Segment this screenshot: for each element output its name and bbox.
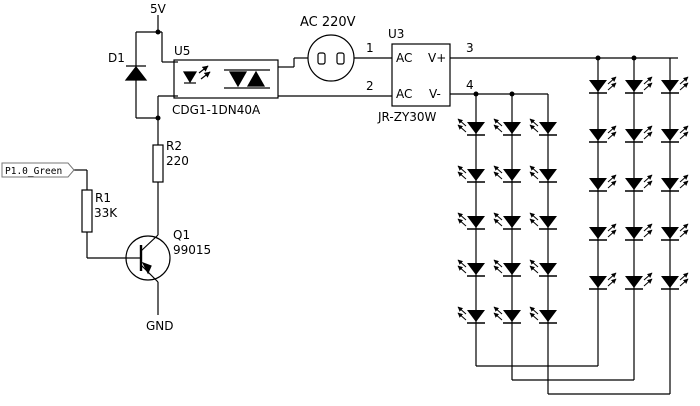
led xyxy=(589,125,617,143)
led-bank-left xyxy=(457,118,557,324)
u3-ref: U3 xyxy=(388,27,404,41)
resistor-r1 xyxy=(81,189,93,233)
led xyxy=(589,223,617,241)
u3-vplus-label: V+ xyxy=(428,51,446,65)
d1-label: D1 xyxy=(108,51,125,65)
led xyxy=(493,165,521,183)
led xyxy=(625,272,653,290)
net-label-tag xyxy=(1,162,75,178)
relay-u5 xyxy=(173,59,279,99)
u3-part: JR-ZY30W xyxy=(377,110,437,124)
net-label-text: P1.0_Green xyxy=(5,166,62,177)
q1-value: 99015 xyxy=(173,243,211,257)
u3-ac2-label: AC xyxy=(396,87,412,101)
r1-value: 33K xyxy=(94,206,118,220)
resistor-r2 xyxy=(152,144,164,183)
r2-value: 220 xyxy=(166,154,189,168)
junction-dots xyxy=(155,29,637,121)
led xyxy=(589,174,617,192)
diode-d1 xyxy=(124,65,148,81)
led xyxy=(625,174,653,192)
led xyxy=(493,118,521,136)
led xyxy=(457,259,485,277)
led xyxy=(457,118,485,136)
ac-source-symbol xyxy=(307,34,355,82)
led xyxy=(493,306,521,324)
led xyxy=(529,306,557,324)
pin-1-label: 1 xyxy=(366,41,374,55)
r2-ref: R2 xyxy=(166,139,182,153)
led xyxy=(625,76,653,94)
led xyxy=(529,212,557,230)
led-bank-right xyxy=(589,76,689,290)
led xyxy=(457,212,485,230)
led xyxy=(457,165,485,183)
vcc-label: 5V xyxy=(150,2,167,16)
transistor-q1 xyxy=(125,234,171,283)
led xyxy=(661,272,689,290)
led xyxy=(529,259,557,277)
u3-ac1-label: AC xyxy=(396,51,412,65)
led xyxy=(457,306,485,324)
pin-3-label: 3 xyxy=(466,41,474,55)
led xyxy=(661,174,689,192)
ac-source-label: AC 220V xyxy=(300,15,356,30)
led xyxy=(661,223,689,241)
led xyxy=(529,165,557,183)
u5-ref: U5 xyxy=(174,44,190,58)
r1-ref: R1 xyxy=(95,191,111,205)
led xyxy=(493,259,521,277)
gnd-label: GND xyxy=(146,319,174,333)
wires xyxy=(72,15,678,395)
led xyxy=(625,125,653,143)
u5-part: CDG1-1DN40A xyxy=(172,103,261,117)
driver-u3 xyxy=(391,43,451,107)
q1-ref: Q1 xyxy=(173,228,190,242)
pin-2-label: 2 xyxy=(366,79,374,93)
led xyxy=(625,223,653,241)
led xyxy=(661,125,689,143)
led xyxy=(589,272,617,290)
led xyxy=(589,76,617,94)
u3-vminus-label: V- xyxy=(429,87,441,101)
pin-4-label: 4 xyxy=(466,78,474,92)
led xyxy=(529,118,557,136)
led xyxy=(661,76,689,94)
led xyxy=(493,212,521,230)
